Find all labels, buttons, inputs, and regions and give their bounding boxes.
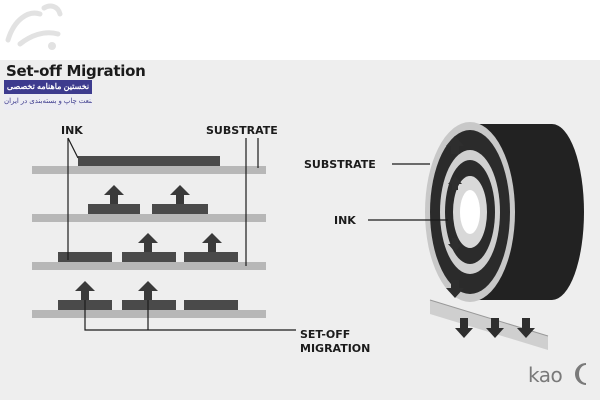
- ink-block-3b: [122, 252, 176, 262]
- ink-block-2a: [88, 204, 140, 214]
- substrate-label-left: SUBSTRATE: [206, 124, 278, 137]
- ink-block-3c: [184, 252, 238, 262]
- up-arrow: [170, 185, 190, 204]
- down-arrow: [486, 318, 504, 338]
- ink-block-4b: [122, 300, 176, 310]
- badge-line2: صنعت چاپ و بسته‌بندی در ایران: [4, 98, 92, 105]
- diagram-title: Set-off Migration: [6, 62, 146, 80]
- kao-logo-text: kao: [528, 363, 563, 387]
- ink-block-4c: [184, 300, 238, 310]
- ink-label-left: INK: [61, 124, 83, 137]
- ink-block-3a: [58, 252, 112, 262]
- substrate-label-right: SUBSTRATE: [304, 158, 376, 171]
- roll-arrows: [446, 136, 535, 338]
- down-arrow: [517, 318, 535, 338]
- leader-lines-right: [368, 163, 448, 221]
- up-arrow: [138, 233, 158, 252]
- setoff-label-line2: MIGRATION: [300, 342, 371, 355]
- ink-layer-1: [78, 156, 220, 166]
- substrate-roll: [425, 122, 584, 350]
- unrolled-sheet: [430, 300, 548, 350]
- up-arrow: [448, 176, 462, 190]
- setoff-label-line1: SET-OFF: [300, 328, 351, 341]
- substrate-layer-1: [32, 166, 266, 174]
- migration-arrows-left: [75, 185, 222, 300]
- ink-label-right: INK: [334, 214, 356, 227]
- badge-line1: نخستین ماهنامه تخصصی: [4, 80, 92, 94]
- up-arrow: [138, 281, 158, 300]
- down-arrow: [455, 318, 473, 338]
- down-arrow: [448, 238, 462, 252]
- roll-core: [460, 190, 480, 234]
- down-arrow: [446, 280, 464, 298]
- substrate-layer-3: [32, 262, 266, 270]
- up-arrow: [202, 233, 222, 252]
- magazine-badge: نخستین ماهنامه تخصصی صنعت چاپ و بسته‌بند…: [4, 80, 92, 110]
- leader-lines-left: [67, 137, 296, 331]
- substrate-layer-2: [32, 214, 266, 222]
- watermark-logo: [5, 3, 63, 50]
- ink-block-2b: [152, 204, 208, 214]
- up-arrow: [75, 281, 95, 300]
- kao-moon-icon: [575, 363, 587, 385]
- up-arrow: [104, 185, 124, 204]
- up-arrow: [446, 136, 464, 154]
- substrate-layer-4: [32, 310, 266, 318]
